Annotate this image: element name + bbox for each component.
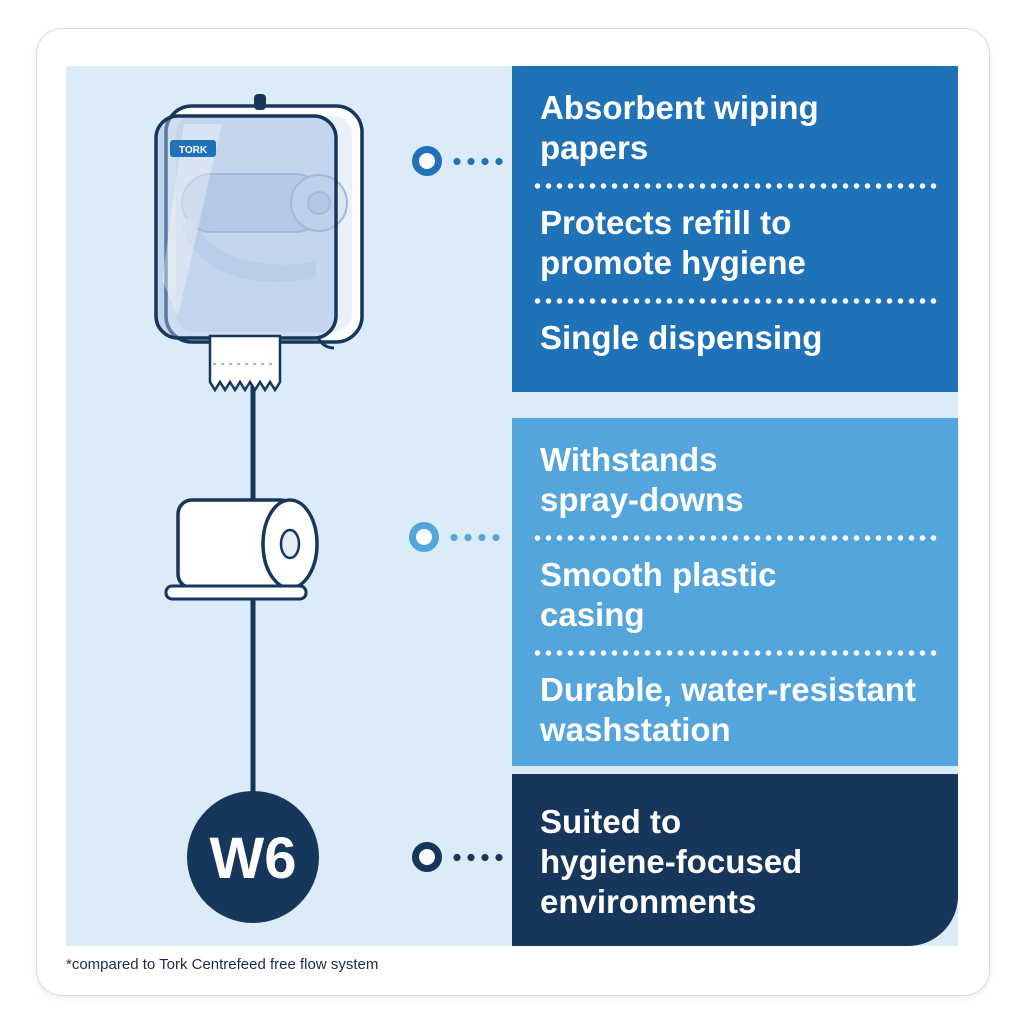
wall-dispenser-icon: TORK: [154, 94, 364, 350]
connector-ring-middle: [409, 522, 439, 552]
dotted-separator: [532, 298, 940, 304]
feature-text: promote hygiene: [540, 244, 806, 281]
dotted-connector-line-bottom: [450, 853, 508, 862]
feature-text: Durable, water-resistant: [540, 671, 916, 708]
dotted-separator: [532, 535, 940, 541]
feature-text: Single dispensing: [540, 319, 823, 356]
feature-item: Smooth plastic casing: [540, 555, 940, 635]
feature-item: Suited to hygiene-focused environments: [540, 802, 940, 922]
feature-text: Withstands: [540, 441, 718, 478]
feature-text: Suited to: [540, 803, 682, 840]
connector-ring-bottom: [412, 842, 442, 872]
feature-item: Absorbent wiping papers: [540, 88, 940, 168]
feature-panel-durability: Withstands spray-downs Smooth plastic ca…: [512, 418, 958, 766]
feature-panel-environment: Suited to hygiene-focused environments: [512, 774, 958, 946]
tork-logo-text: TORK: [179, 145, 208, 156]
tork-logo-badge: [170, 140, 216, 157]
feature-text: casing: [540, 596, 645, 633]
dotted-connector-line-middle: [447, 533, 505, 542]
feature-item: Single dispensing: [540, 318, 940, 358]
feature-item: Protects refill to promote hygiene: [540, 203, 940, 283]
dotted-separator: [532, 650, 940, 656]
feature-text: hygiene-focused: [540, 843, 803, 880]
dotted-connector-line-top: [450, 157, 508, 166]
paper-sheet-icon: [208, 334, 282, 393]
feature-panel-wiping-papers: Absorbent wiping papers Protects refill …: [512, 66, 958, 392]
w6-system-code: W6: [210, 826, 297, 891]
dotted-separator: [532, 183, 940, 189]
feature-text: papers: [540, 129, 649, 166]
dispenser-system-illustration: TORK W6: [154, 94, 364, 923]
feature-text: environments: [540, 883, 757, 920]
dispenser-top-knob: [254, 94, 266, 110]
feature-text: washstation: [540, 711, 731, 748]
connector-ring-top: [412, 146, 442, 176]
paper-roll-icon: [164, 498, 319, 601]
dispenser-latch: [316, 337, 335, 350]
footnote-text: *compared to Tork Centrefeed free flow s…: [66, 956, 379, 973]
w6-system-badge: W6: [187, 791, 319, 923]
feature-text: Protects refill to: [540, 204, 792, 241]
feature-item: Withstands spray-downs: [540, 440, 940, 520]
feature-text: Absorbent wiping: [540, 89, 819, 126]
feature-text: spray-downs: [540, 481, 744, 518]
feature-item: Durable, water-resistant washstation: [540, 670, 940, 750]
feature-text: Smooth plastic: [540, 556, 777, 593]
